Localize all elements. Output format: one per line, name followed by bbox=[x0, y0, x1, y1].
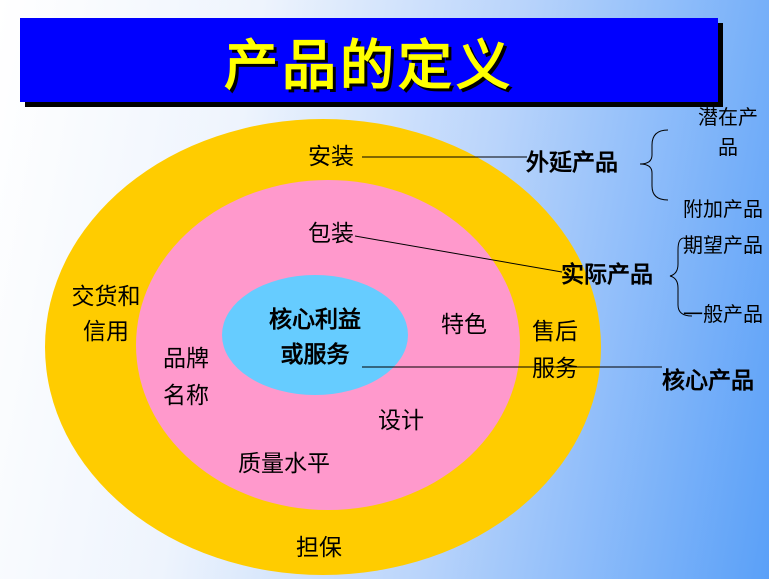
sub-potential-2: 品 bbox=[718, 135, 738, 159]
label-core-2: 或服务 bbox=[280, 341, 350, 368]
label-design: 设计 bbox=[378, 408, 424, 434]
label-quality: 质量水平 bbox=[238, 451, 330, 477]
label-core-1: 核心利益 bbox=[269, 306, 361, 333]
label-brand-2: 名称 bbox=[163, 383, 209, 409]
brace-actual bbox=[669, 237, 693, 317]
label-delivery-1: 交货和 bbox=[71, 284, 141, 310]
level-extended: 外延产品 bbox=[526, 149, 618, 176]
label-after-sales-1: 售后 bbox=[532, 319, 578, 345]
label-features: 特色 bbox=[441, 312, 487, 338]
sub-potential-1: 潜在产 bbox=[698, 105, 758, 129]
brace-extended bbox=[639, 129, 669, 201]
page-title: 产品的定义 bbox=[224, 33, 514, 97]
label-guarantee: 担保 bbox=[296, 535, 342, 561]
title-banner: 产品的定义 bbox=[20, 18, 718, 102]
label-delivery-2: 信用 bbox=[83, 319, 129, 345]
sub-augmented: 附加产品 bbox=[683, 197, 763, 221]
label-install: 安装 bbox=[308, 144, 354, 170]
level-core: 核心产品 bbox=[662, 367, 754, 394]
level-actual: 实际产品 bbox=[561, 261, 653, 288]
label-brand-1: 品牌 bbox=[163, 346, 209, 372]
sub-generic: 一般产品 bbox=[683, 302, 763, 326]
sub-expected: 期望产品 bbox=[683, 233, 763, 257]
core-ellipse bbox=[222, 275, 408, 395]
connector-actual bbox=[354, 235, 563, 273]
label-packaging: 包装 bbox=[308, 221, 354, 247]
label-after-sales-2: 服务 bbox=[532, 356, 578, 382]
